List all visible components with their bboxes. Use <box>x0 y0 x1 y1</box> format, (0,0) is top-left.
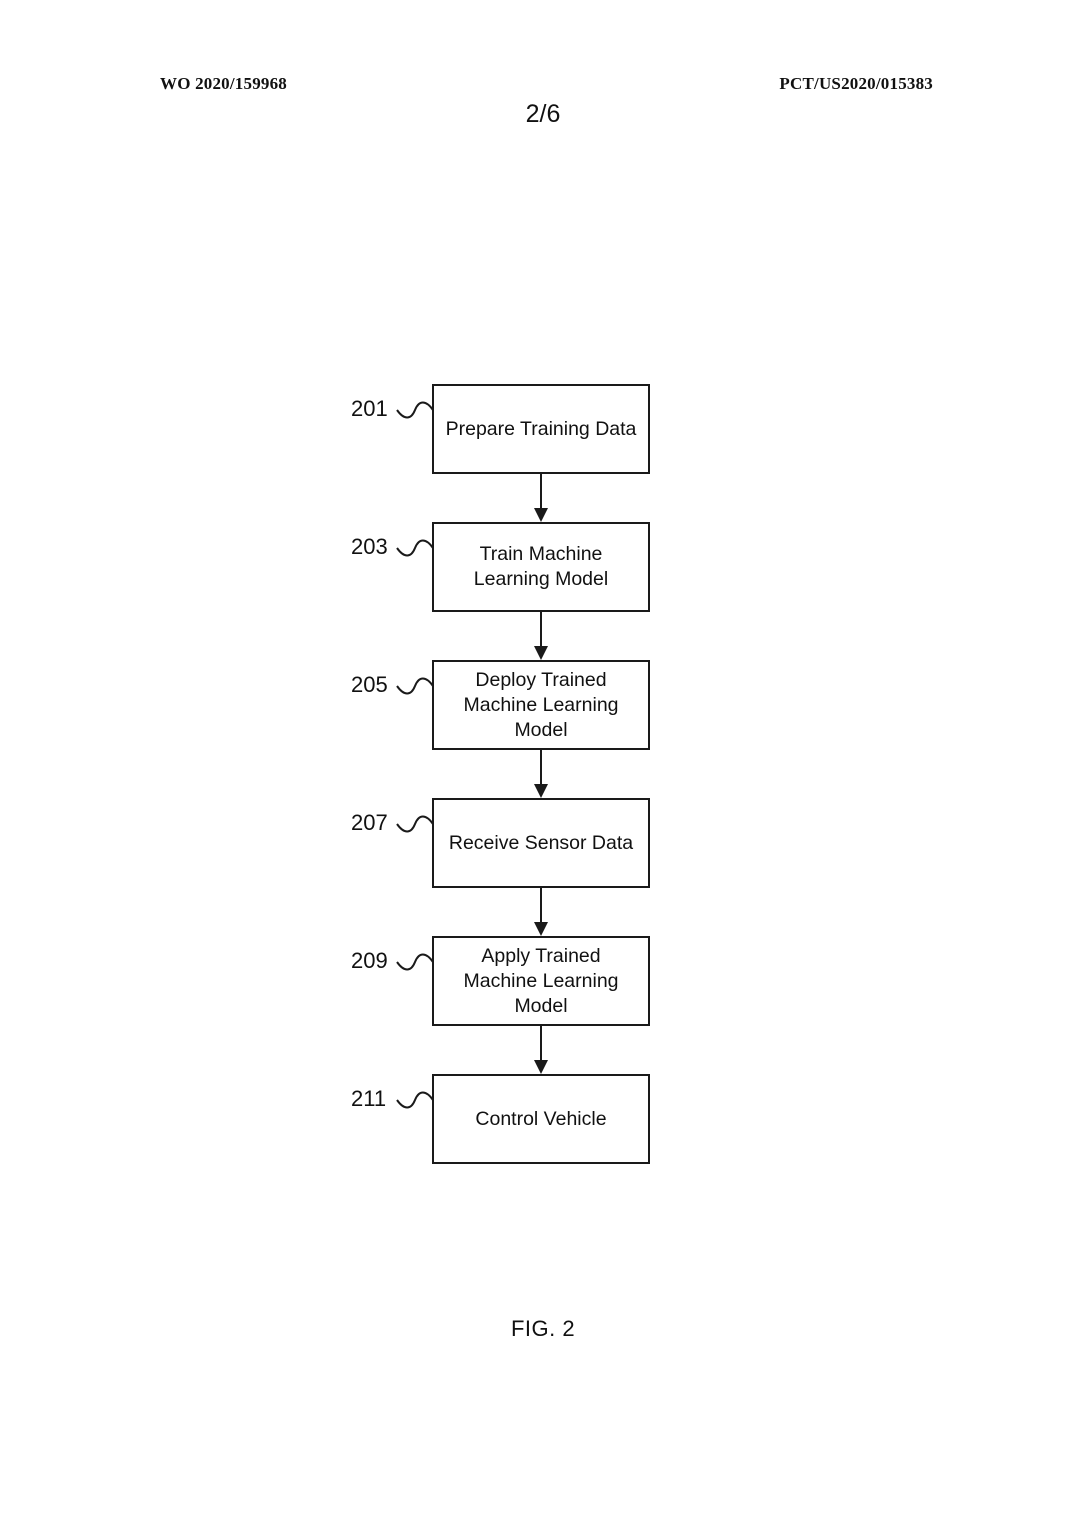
step-label: Control Vehicle <box>475 1107 606 1132</box>
leader-line-squiggle <box>396 815 434 833</box>
leader-line-squiggle <box>396 677 434 695</box>
step-box-deploy-model: Deploy Trained Machine Learning Model <box>432 660 650 750</box>
flow-arrow <box>532 474 550 522</box>
step-label: Prepare Training Data <box>446 417 637 442</box>
application-number: PCT/US2020/015383 <box>779 74 933 94</box>
sheet-number: 2/6 <box>0 100 1086 129</box>
publication-number: WO 2020/159968 <box>160 74 287 94</box>
step-ref-label: 203 <box>351 534 388 560</box>
leader-line-squiggle <box>396 953 434 971</box>
step-box-train-model: Train Machine Learning Model <box>432 522 650 612</box>
flow-arrow <box>532 888 550 936</box>
flow-arrow <box>532 750 550 798</box>
step-box-apply-model: Apply Trained Machine Learning Model <box>432 936 650 1026</box>
step-label: Train Machine Learning Model <box>444 542 638 592</box>
flow-arrow <box>532 612 550 660</box>
leader-line-squiggle <box>396 401 434 419</box>
step-box-prepare-training-data: Prepare Training Data <box>432 384 650 474</box>
step-label: Receive Sensor Data <box>449 831 633 856</box>
step-ref-label: 209 <box>351 948 388 974</box>
figure-caption: FIG. 2 <box>0 1316 1086 1342</box>
leader-line-squiggle <box>396 539 434 557</box>
step-label: Deploy Trained Machine Learning Model <box>444 668 638 743</box>
flow-arrow <box>532 1026 550 1074</box>
step-ref-label: 211 <box>351 1086 386 1112</box>
leader-line-squiggle <box>396 1091 434 1109</box>
step-ref-label: 201 <box>351 396 388 422</box>
step-ref-label: 205 <box>351 672 388 698</box>
step-label: Apply Trained Machine Learning Model <box>444 944 638 1019</box>
step-ref-label: 207 <box>351 810 388 836</box>
step-box-receive-sensor-data: Receive Sensor Data <box>432 798 650 888</box>
step-box-control-vehicle: Control Vehicle <box>432 1074 650 1164</box>
